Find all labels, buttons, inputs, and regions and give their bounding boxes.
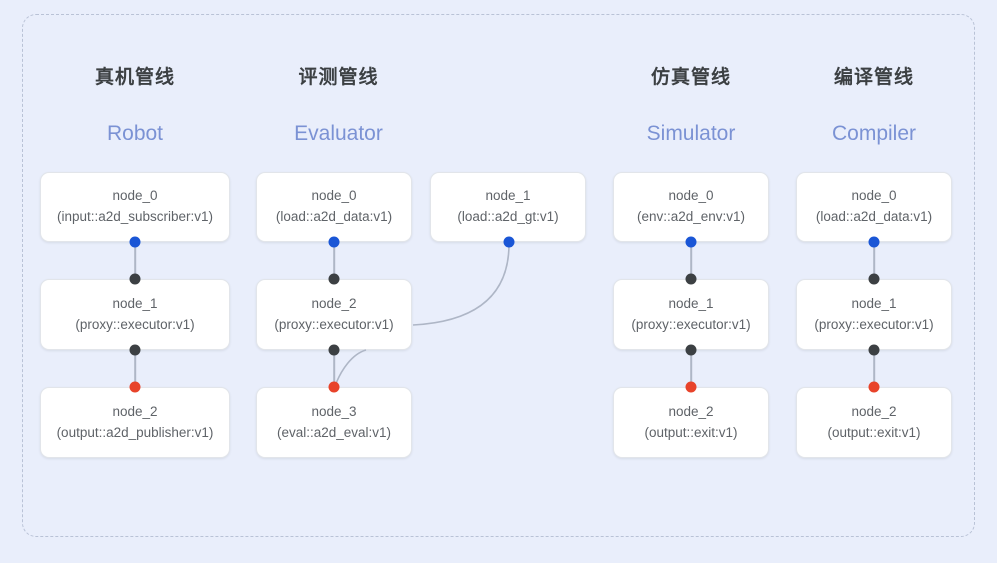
port-output-evaluator-gt[interactable] [503,236,515,248]
node-box-compiler-2[interactable]: node_2 (output::exit:v1) [796,387,952,458]
node-type: (output::exit:v1) [644,424,738,440]
column-title-cn-robot: 真机管线 [94,67,175,88]
node-box-simulator-1[interactable]: node_1 (proxy::executor:v1) [613,279,769,350]
node-type: (output::a2d_publisher:v1) [56,424,214,440]
node-type: (proxy::executor:v1) [75,316,195,332]
node-name: node_1 [851,295,897,311]
port-input-evaluator-3[interactable] [328,381,340,393]
node-type: (load::a2d_data:v1) [275,209,393,224]
link-robot-1-2 [134,350,136,387]
node-box-evaluator-3[interactable]: node_3 (eval::a2d_eval:v1) [256,387,412,458]
column-title-cn-evaluator: 评测管线 [298,67,379,88]
node-name: node_2 [112,403,158,419]
node-type: (proxy::executor:v1) [814,316,934,332]
port-output-simulator-1[interactable] [685,344,697,356]
port-input-robot-1[interactable] [129,273,141,285]
node-name: node_2 [851,403,897,419]
port-output-evaluator-2[interactable] [328,344,340,356]
link-robot-0-1 [134,242,136,279]
node-box-evaluator-2[interactable]: node_2 (proxy::executor:v1) [256,279,412,350]
node-type: (eval::a2d_eval:v1) [276,424,392,440]
node-name: node_1 [485,188,531,204]
node-name: node_2 [311,295,357,311]
node-type: (load::a2d_data:v1) [815,209,933,224]
port-input-robot-2[interactable] [129,381,141,393]
column-title-en-robot: Robot [106,122,164,145]
node-name: node_0 [311,188,357,204]
node-type: (proxy::executor:v1) [631,316,751,332]
node-name: node_3 [311,403,357,419]
node-name: node_1 [668,295,714,311]
link-simulator-1-2 [690,350,692,387]
node-name: node_0 [851,188,897,204]
port-output-robot-1[interactable] [129,344,141,356]
link-compiler-1-2 [873,350,875,387]
link-simulator-0-1 [690,242,692,279]
port-input-compiler-2[interactable] [868,381,880,393]
pipeline-column-robot: 真机管线 Robot [40,0,230,563]
node-name: node_2 [668,403,714,419]
port-output-compiler-1[interactable] [868,344,880,356]
link-evaluator-2-3 [333,350,335,387]
node-type: (env::a2d_env:v1) [636,209,746,224]
column-title-cn-simulator: 仿真管线 [650,67,731,88]
port-input-evaluator-2[interactable] [328,273,340,285]
port-output-compiler-0[interactable] [868,236,880,248]
port-output-simulator-0[interactable] [685,236,697,248]
node-box-robot-1[interactable]: node_1 (proxy::executor:v1) [40,279,230,350]
column-title-cn-compiler: 编译管线 [833,67,914,88]
link-evaluator-0-2 [333,242,335,279]
column-title-en-evaluator: Evaluator [294,122,383,145]
column-title-en-simulator: Simulator [646,122,736,145]
node-name: node_0 [112,188,158,204]
node-type: (proxy::executor:v1) [274,316,394,332]
node-box-compiler-0[interactable]: node_0 (load::a2d_data:v1) [796,172,952,242]
node-type: (output::exit:v1) [827,424,921,440]
port-input-simulator-2[interactable] [685,381,697,393]
pipeline-column-evaluator: 评测管线 Evaluator [256,0,586,563]
port-input-compiler-1[interactable] [868,273,880,285]
node-box-robot-2[interactable]: node_2 (output::a2d_publisher:v1) [40,387,230,458]
column-title-en-compiler: Compiler [831,122,917,145]
node-type: (input::a2d_subscriber:v1) [56,209,214,224]
pipeline-column-simulator: 仿真管线 Simulator [613,0,769,563]
port-input-simulator-1[interactable] [685,273,697,285]
node-box-evaluator-0[interactable]: node_0 (load::a2d_data:v1) [256,172,412,242]
node-name: node_0 [668,188,714,204]
port-output-robot-0[interactable] [129,236,141,248]
port-output-evaluator-0[interactable] [328,236,340,248]
node-box-compiler-1[interactable]: node_1 (proxy::executor:v1) [796,279,952,350]
node-box-robot-0[interactable]: node_0 (input::a2d_subscriber:v1) [40,172,230,242]
node-box-simulator-0[interactable]: node_0 (env::a2d_env:v1) [613,172,769,242]
pipeline-column-compiler: 编译管线 Compiler [796,0,952,563]
link-compiler-0-1 [873,242,875,279]
node-type: (load::a2d_gt:v1) [457,209,559,224]
node-box-evaluator-gt[interactable]: node_1 (load::a2d_gt:v1) [430,172,586,242]
node-box-simulator-2[interactable]: node_2 (output::exit:v1) [613,387,769,458]
node-name: node_1 [112,295,158,311]
